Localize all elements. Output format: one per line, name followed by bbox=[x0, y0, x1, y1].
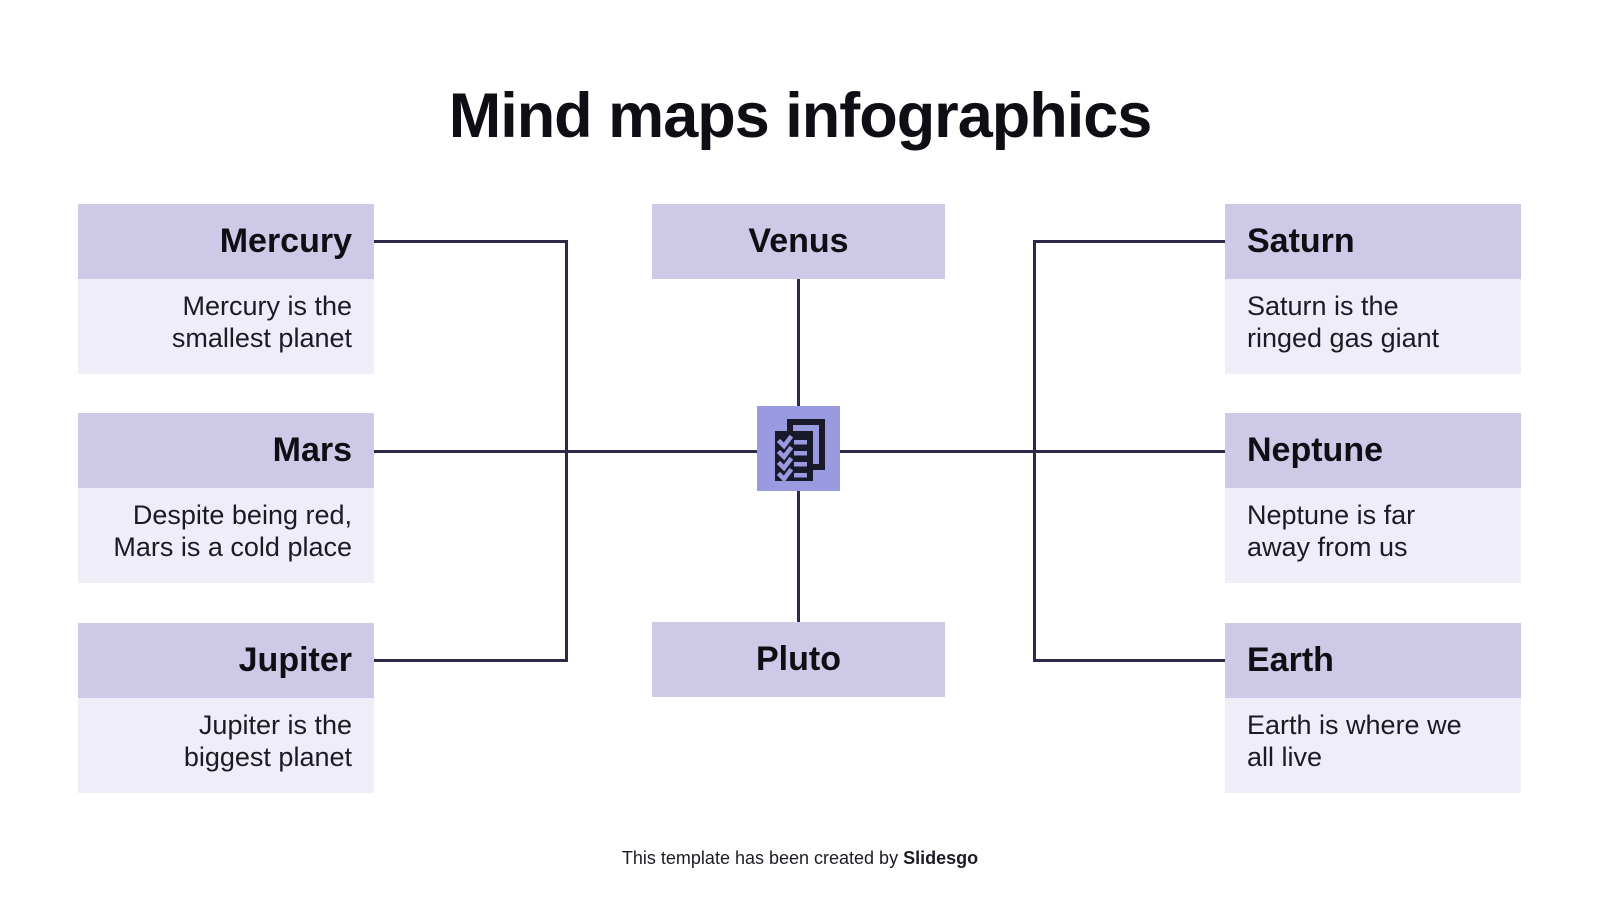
credit-text: This template has been created by bbox=[621, 848, 904, 868]
node-mars-title: Mars bbox=[78, 413, 374, 488]
node-neptune: Neptune Neptune is far away from us bbox=[1225, 413, 1521, 583]
connector-left-vertical bbox=[565, 240, 568, 662]
page-title: Mind maps infographics bbox=[448, 81, 1153, 151]
connector-jupiter bbox=[374, 659, 567, 662]
node-mars-description: Despite being red, Mars is a cold place bbox=[78, 488, 374, 583]
node-saturn-title: Saturn bbox=[1225, 204, 1521, 279]
connector-venus bbox=[797, 279, 800, 406]
node-saturn-description: Saturn is the ringed gas giant bbox=[1225, 279, 1521, 374]
node-pluto-title: Pluto bbox=[652, 622, 945, 697]
node-neptune-description: Neptune is far away from us bbox=[1225, 488, 1521, 583]
node-neptune-title: Neptune bbox=[1225, 413, 1521, 488]
node-jupiter-description: Jupiter is the biggest planet bbox=[78, 698, 374, 793]
node-earth-description: Earth is where we all live bbox=[1225, 698, 1521, 793]
node-jupiter: Jupiter Jupiter is the biggest planet bbox=[78, 623, 374, 793]
connector-right-vertical bbox=[1033, 240, 1036, 662]
connector-neptune bbox=[840, 450, 1225, 453]
credit-brand: Slidesgo bbox=[903, 848, 979, 868]
node-saturn: Saturn Saturn is the ringed gas giant bbox=[1225, 204, 1521, 374]
checklist-document-icon bbox=[757, 406, 840, 491]
node-earth-title: Earth bbox=[1225, 623, 1521, 698]
node-venus: Venus bbox=[652, 204, 945, 279]
node-jupiter-title: Jupiter bbox=[78, 623, 374, 698]
connector-pluto bbox=[797, 491, 800, 622]
connector-earth bbox=[1033, 659, 1225, 662]
connector-mercury bbox=[374, 240, 567, 243]
node-mercury-description: Mercury is the smallest planet bbox=[78, 279, 374, 374]
node-earth: Earth Earth is where we all live bbox=[1225, 623, 1521, 793]
node-mercury: Mercury Mercury is the smallest planet bbox=[78, 204, 374, 374]
node-pluto: Pluto bbox=[652, 622, 945, 697]
connector-saturn bbox=[1033, 240, 1225, 243]
node-mars: Mars Despite being red, Mars is a cold p… bbox=[78, 413, 374, 583]
node-venus-title: Venus bbox=[652, 204, 945, 279]
node-mercury-title: Mercury bbox=[78, 204, 374, 279]
credit-line: This template has been created by Slides… bbox=[0, 848, 1600, 869]
